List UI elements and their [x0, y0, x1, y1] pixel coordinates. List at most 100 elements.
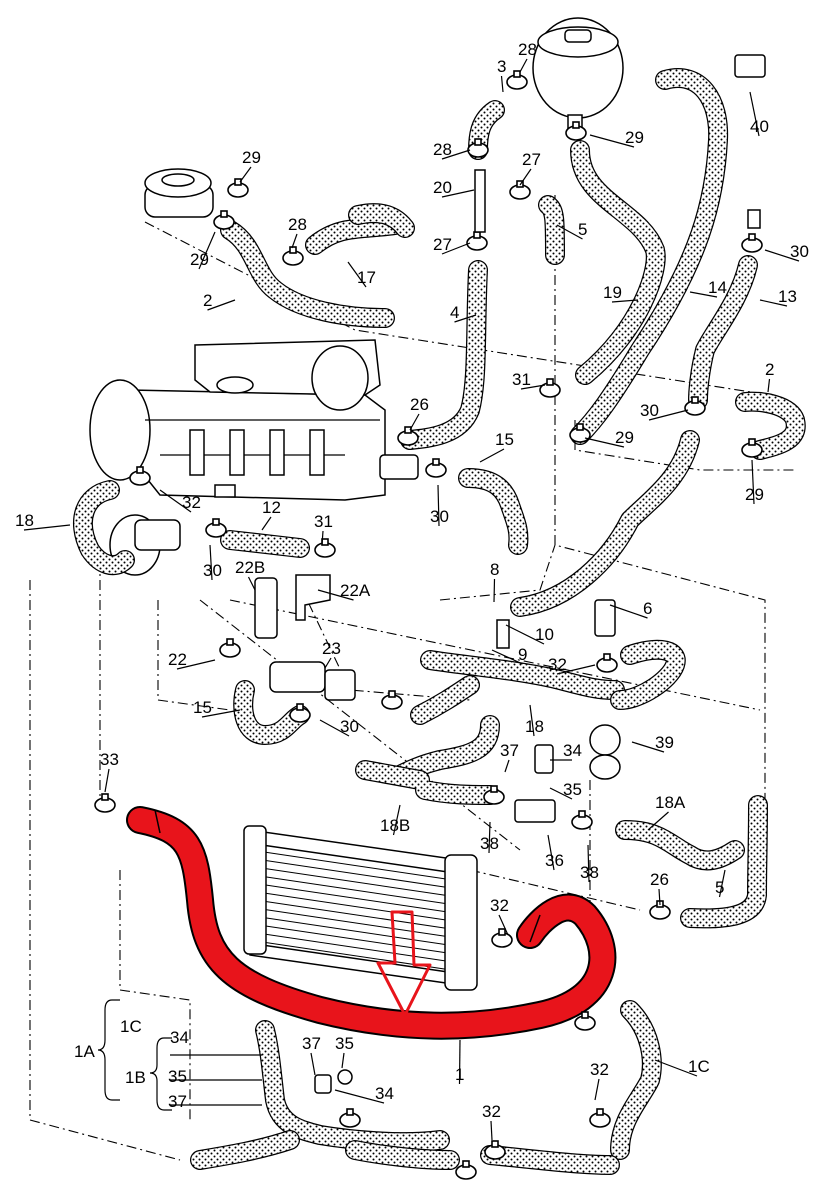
coolant-hose-fill — [306, 216, 404, 254]
callout-label-c29c: 29 — [190, 250, 209, 269]
leader-line — [493, 578, 496, 603]
hose-clamp — [565, 121, 587, 141]
callout-label-c23: 23 — [322, 639, 341, 658]
coolant-hose-fill — [256, 1021, 449, 1151]
callout-label-c1C_a: 1C — [120, 1017, 142, 1036]
leader-line — [764, 249, 800, 262]
callout-label-c2a: 2 — [203, 291, 212, 310]
leader-line — [519, 58, 528, 73]
callout-label-c34b: 34 — [170, 1028, 189, 1047]
leader-line — [176, 659, 216, 670]
leader-line — [198, 231, 216, 270]
leader-line — [529, 704, 535, 737]
callout-label-c27b: 27 — [433, 235, 452, 254]
leader-line — [239, 166, 252, 183]
callout-label-c1A: 1A — [74, 1042, 95, 1061]
callout-label-c34c: 34 — [375, 1084, 394, 1103]
callout-label-c18A: 18A — [655, 793, 686, 812]
coolant-hose-fill — [571, 69, 727, 444]
leader-line — [654, 1059, 698, 1077]
leader-line — [505, 624, 545, 645]
callout-label-c12: 12 — [262, 498, 281, 517]
expansion-tank-upper — [532, 17, 624, 134]
leader-line — [479, 448, 505, 463]
leader-line — [441, 242, 471, 255]
leader-line — [392, 804, 401, 836]
coolant-hose-fill — [511, 431, 699, 616]
hose-clamp — [213, 210, 235, 230]
callout-label-c30e: 30 — [340, 717, 359, 736]
callout-label-c6: 6 — [643, 599, 652, 618]
leader-line — [324, 657, 332, 669]
callout-label-c32c: 32 — [490, 896, 509, 915]
radiator-fin — [263, 908, 447, 937]
callout-label-c22A: 22A — [340, 581, 371, 600]
coolant-hose-fill — [346, 1141, 459, 1169]
hose-clamp — [397, 426, 419, 446]
radiator-fin — [263, 867, 447, 896]
leader-line — [488, 821, 491, 854]
leader-line — [104, 768, 110, 793]
leader-line — [647, 811, 669, 831]
hose-clamp — [509, 180, 531, 200]
leader-line — [441, 189, 475, 198]
hose-clamp — [589, 1108, 611, 1128]
callout-label-c8: 8 — [490, 560, 499, 579]
leader-line — [648, 409, 689, 421]
bracket-groups — [97, 999, 262, 1111]
hose-clamp — [314, 538, 336, 558]
hose-clamp — [596, 653, 618, 673]
coolant-hose-fill — [421, 651, 624, 699]
leader-line — [658, 888, 661, 906]
callout-label-c15b: 15 — [193, 698, 212, 717]
callout-label-c35b: 35 — [168, 1067, 187, 1086]
callout-label-c26a: 26 — [410, 395, 429, 414]
callout-label-c9: 9 — [518, 645, 527, 664]
callout-label-c38b: 38 — [580, 863, 599, 882]
radiator-fin — [263, 925, 447, 954]
leader-lines — [23, 58, 800, 1141]
callout-label-c29a: 29 — [625, 128, 644, 147]
coolant-hose-fill — [611, 641, 685, 709]
hose-clamp — [571, 810, 593, 830]
leader-line — [409, 413, 420, 431]
leader-line — [491, 649, 523, 665]
callout-label-c18b: 18 — [525, 717, 544, 736]
coolant-hose-fill — [571, 141, 665, 384]
coolant-hose-fill — [736, 392, 805, 459]
callout-label-c29b: 29 — [242, 148, 261, 167]
radiator-fin — [263, 900, 447, 929]
hose-clamp — [467, 138, 489, 158]
callout-label-c1C_b: 1C — [688, 1057, 710, 1076]
callout-label-c10: 10 — [535, 625, 554, 644]
leader-line — [751, 459, 755, 505]
leader-line — [767, 378, 771, 393]
leader-line — [209, 544, 213, 581]
coolant-hose-fill — [349, 204, 414, 237]
callout-label-c29d: 29 — [615, 428, 634, 447]
hose-clamps — [94, 70, 763, 1180]
callout-label-c32e: 32 — [590, 1060, 609, 1079]
leader-line — [500, 75, 504, 93]
callout-label-c26b: 26 — [650, 870, 669, 889]
leader-line — [201, 709, 241, 718]
leader-line — [589, 134, 635, 148]
callout-label-c34a: 34 — [563, 741, 582, 760]
callout-label-c1B: 1B — [125, 1068, 146, 1087]
leader-line — [347, 261, 367, 288]
leader-line — [504, 759, 510, 773]
coolant-hose-fill — [401, 261, 487, 449]
coolant-hose-fill — [459, 469, 528, 554]
leader-line — [584, 437, 625, 448]
callout-label-c22B: 22B — [235, 558, 265, 577]
leader-line — [437, 484, 440, 527]
fittings — [134, 54, 766, 1094]
coolant-hose-fill — [234, 681, 309, 744]
coolant-hose-fill — [481, 1146, 619, 1174]
callout-label-c37a: 37 — [500, 741, 519, 760]
callout-label-c5a: 5 — [578, 220, 587, 239]
hose-clamp — [455, 1160, 477, 1180]
hose-clamp — [684, 396, 706, 416]
hose-clamp — [129, 466, 151, 486]
hose-clamp — [282, 246, 304, 266]
